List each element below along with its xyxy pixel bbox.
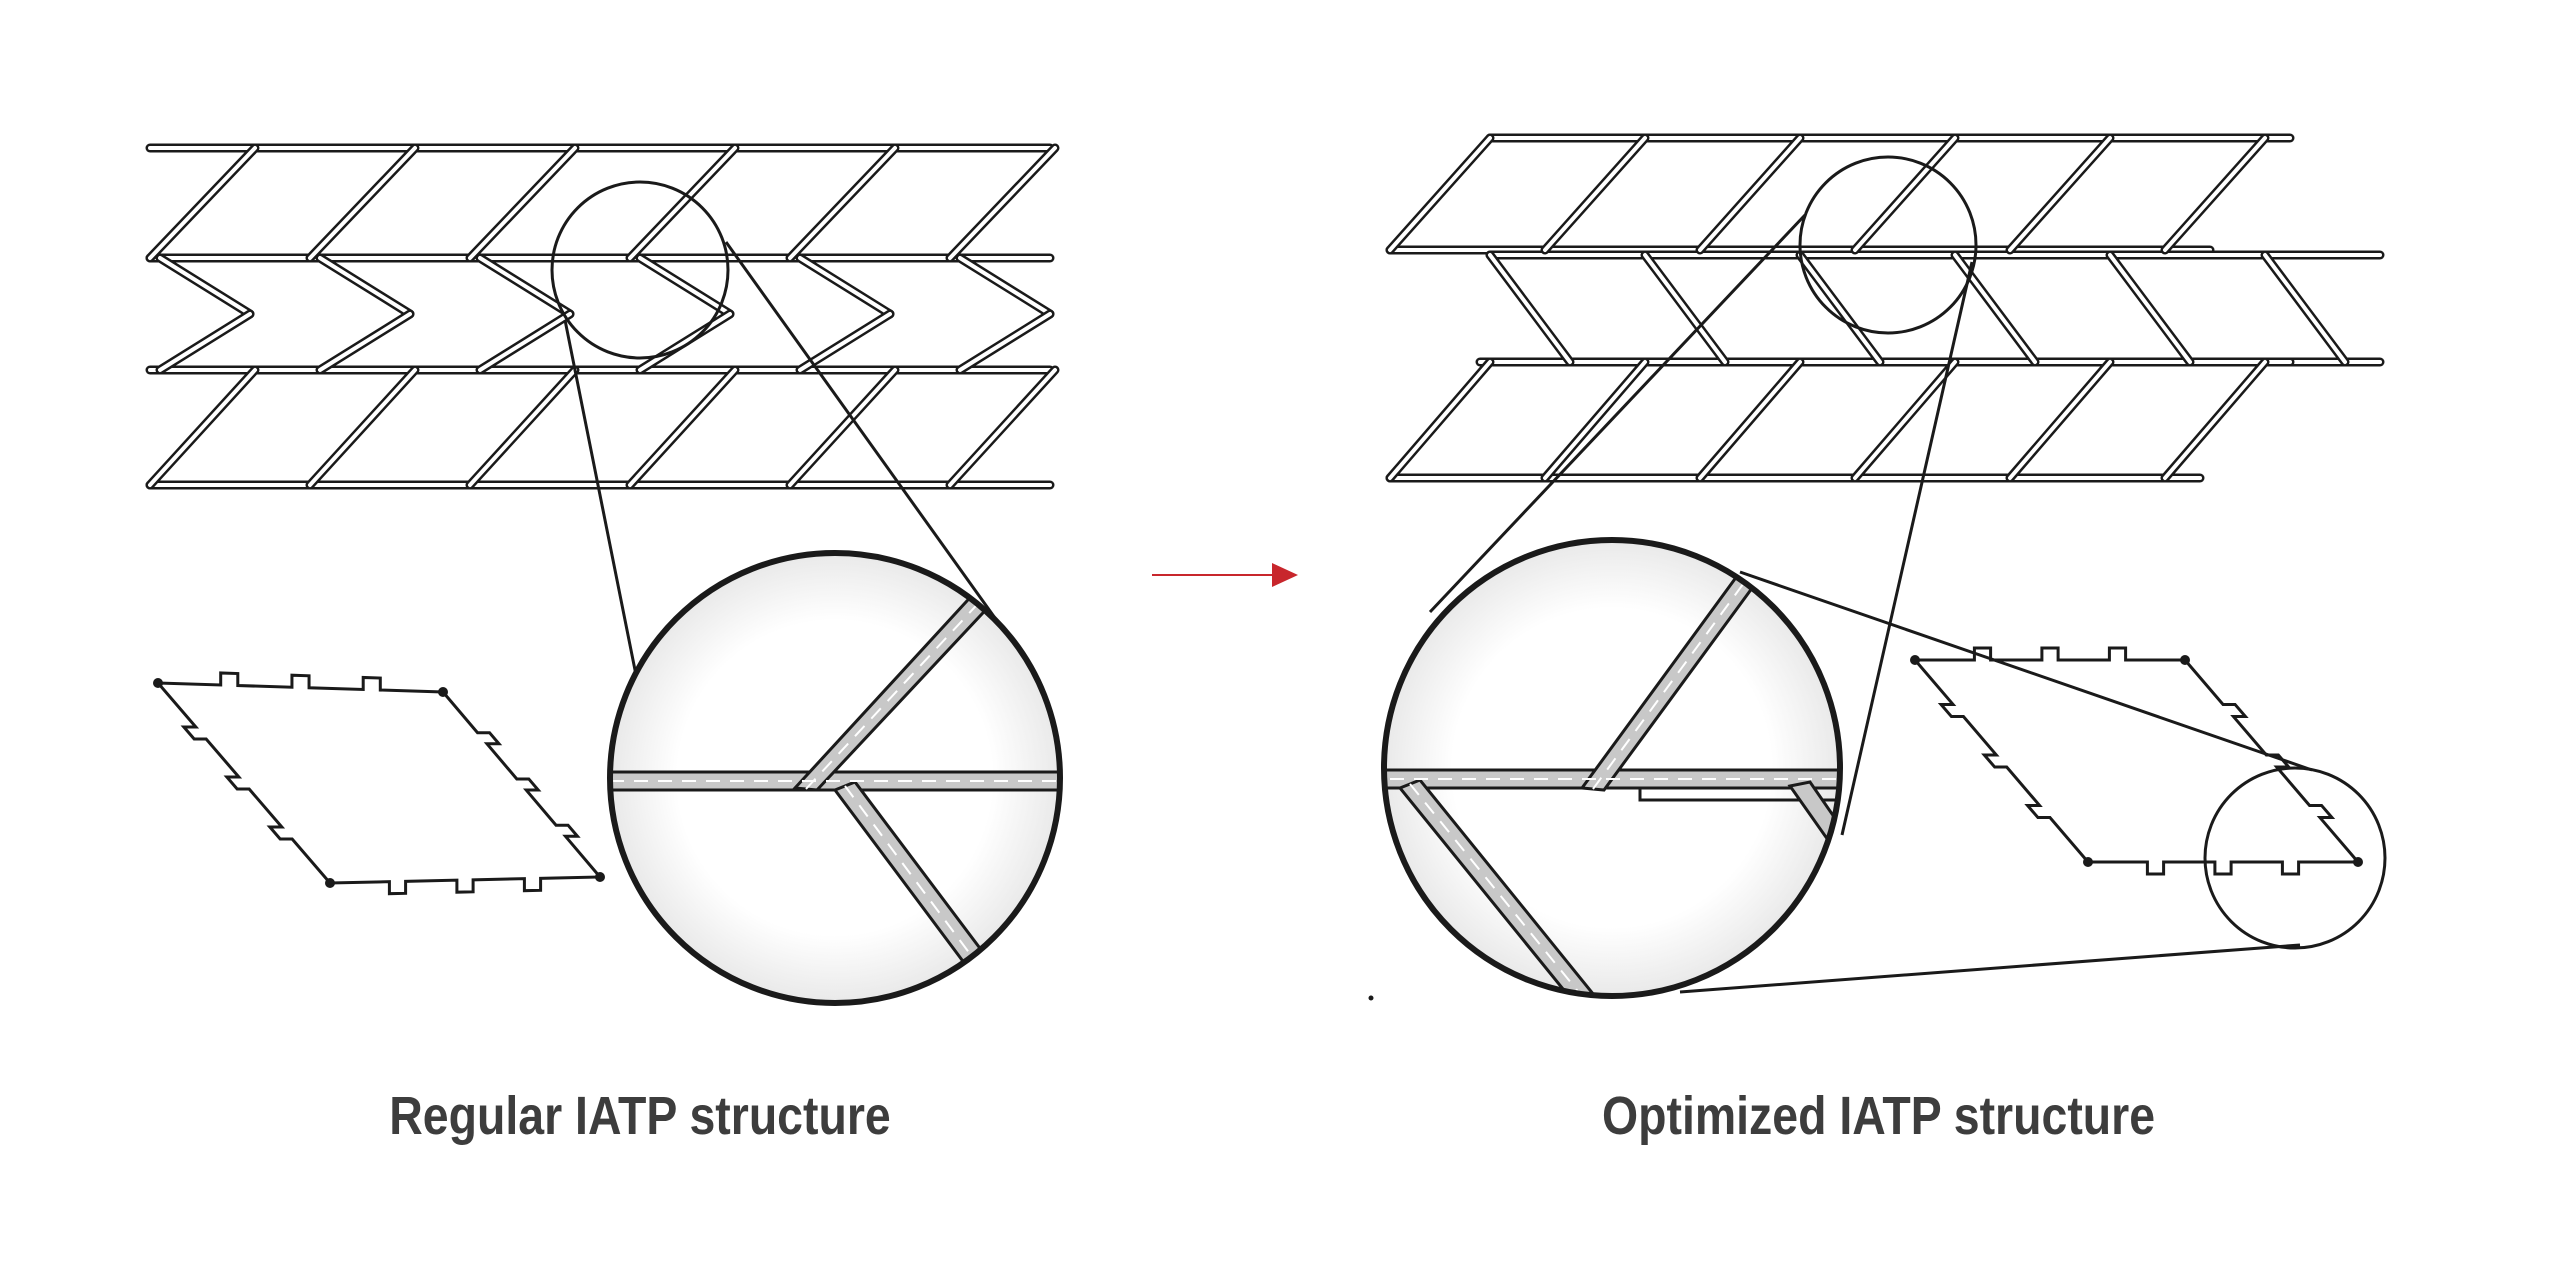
lattice-diagonal-strut-core — [1853, 360, 1957, 480]
lattice-diagonal-strut-core — [468, 368, 577, 487]
regular-cell-vertex — [438, 687, 448, 697]
lattice-diagonal-strut-core — [2008, 136, 2112, 252]
lattice-diagonal-strut-core — [2008, 360, 2112, 480]
lattice-diagonal-strut-core — [2263, 253, 2347, 364]
regular-unit-cell — [153, 671, 605, 896]
lattice-diagonal-strut-core — [308, 368, 417, 487]
optimized-lattice — [1385, 133, 2385, 483]
regular-cell-outline — [154, 671, 604, 896]
caption-optimized-structure: Optimized IATP structure — [1602, 1086, 2156, 1146]
lattice-chevron-strut-core — [958, 256, 1052, 316]
lattice-chevron-strut-core — [318, 312, 412, 372]
lattice-diagonal-strut-core — [2163, 360, 2267, 480]
left-magnify-ring — [550, 180, 730, 360]
lattice-diagonal-strut-core — [2108, 253, 2192, 364]
lattice-diagonal-strut-core — [1643, 253, 1727, 364]
lattice-diagonal-strut-core — [1953, 253, 2037, 364]
lattice-chevron-strut-core — [318, 256, 412, 316]
optimized-cell-vertex — [2083, 857, 2093, 867]
lattice-diagonal-strut-core — [628, 368, 737, 487]
left-zoom-view — [607, 550, 1063, 1006]
stray-dot — [1368, 995, 1374, 1001]
lattice-chevron-strut-core — [798, 312, 892, 372]
lattice-diagonal-strut-core — [148, 146, 257, 260]
left-zoom-connectors — [563, 241, 997, 706]
lattice-diagonal-strut-core — [1853, 136, 1957, 252]
lattice-diagonal-strut-core — [1543, 136, 1647, 252]
lattice-chevron-strut-core — [958, 312, 1052, 372]
lattice-chevron-strut-core — [158, 256, 252, 316]
regular-cell-vertex — [595, 872, 605, 882]
lattice-chevron-strut-core — [158, 312, 252, 372]
optimized-cell-vertex — [1910, 655, 1920, 665]
lattice-diagonal-strut-core — [948, 146, 1057, 260]
lattice-diagonal-strut-core — [628, 146, 737, 260]
right-zoom-connectors — [1428, 213, 2313, 994]
right-cell-magnify-ring — [2203, 766, 2387, 950]
regular-cell-vertex — [153, 678, 163, 688]
right-magnify-ring — [1798, 155, 1978, 335]
lattice-diagonal-strut-core — [948, 368, 1057, 487]
caption-regular-structure: Regular IATP structure — [389, 1086, 891, 1146]
lattice-diagonal-strut-core — [788, 368, 897, 487]
optimized-unit-cell — [1910, 646, 2363, 876]
lattice-diagonal-strut-core — [1543, 360, 1647, 480]
lattice-chevron-strut-core — [638, 256, 732, 316]
lattice-diagonal-strut-core — [1798, 253, 1882, 364]
lattice-chevron-strut-core — [478, 312, 572, 372]
lattice-chevron-strut-core — [638, 312, 732, 372]
optimized-cell-vertex — [2180, 655, 2190, 665]
lattice-diagonal-strut-core — [308, 146, 417, 260]
lattice-diagonal-strut-core — [1488, 253, 1572, 364]
lattice-diagonal-strut-core — [468, 146, 577, 260]
lattice-chevron-strut-core — [478, 256, 572, 316]
right-zoom-view — [1381, 537, 1843, 999]
arrow-right-icon — [1152, 563, 1298, 587]
lattice-diagonal-strut-core — [2163, 136, 2267, 252]
lattice-diagonal-strut-core — [1388, 136, 1492, 252]
regular-lattice — [145, 143, 1060, 490]
lattice-diagonal-strut-core — [1698, 136, 1802, 252]
lattice-diagonal-strut-core — [788, 146, 897, 260]
lattice-chevron-strut-core — [798, 256, 892, 316]
regular-cell-vertex — [325, 878, 335, 888]
lattice-diagonal-strut-core — [148, 368, 257, 487]
lattice-diagonal-strut-core — [1698, 360, 1802, 480]
optimized-cell-vertex — [2353, 857, 2363, 867]
lattice-diagonal-strut-core — [1388, 360, 1492, 480]
optimized-cell-outline — [1911, 646, 2362, 876]
